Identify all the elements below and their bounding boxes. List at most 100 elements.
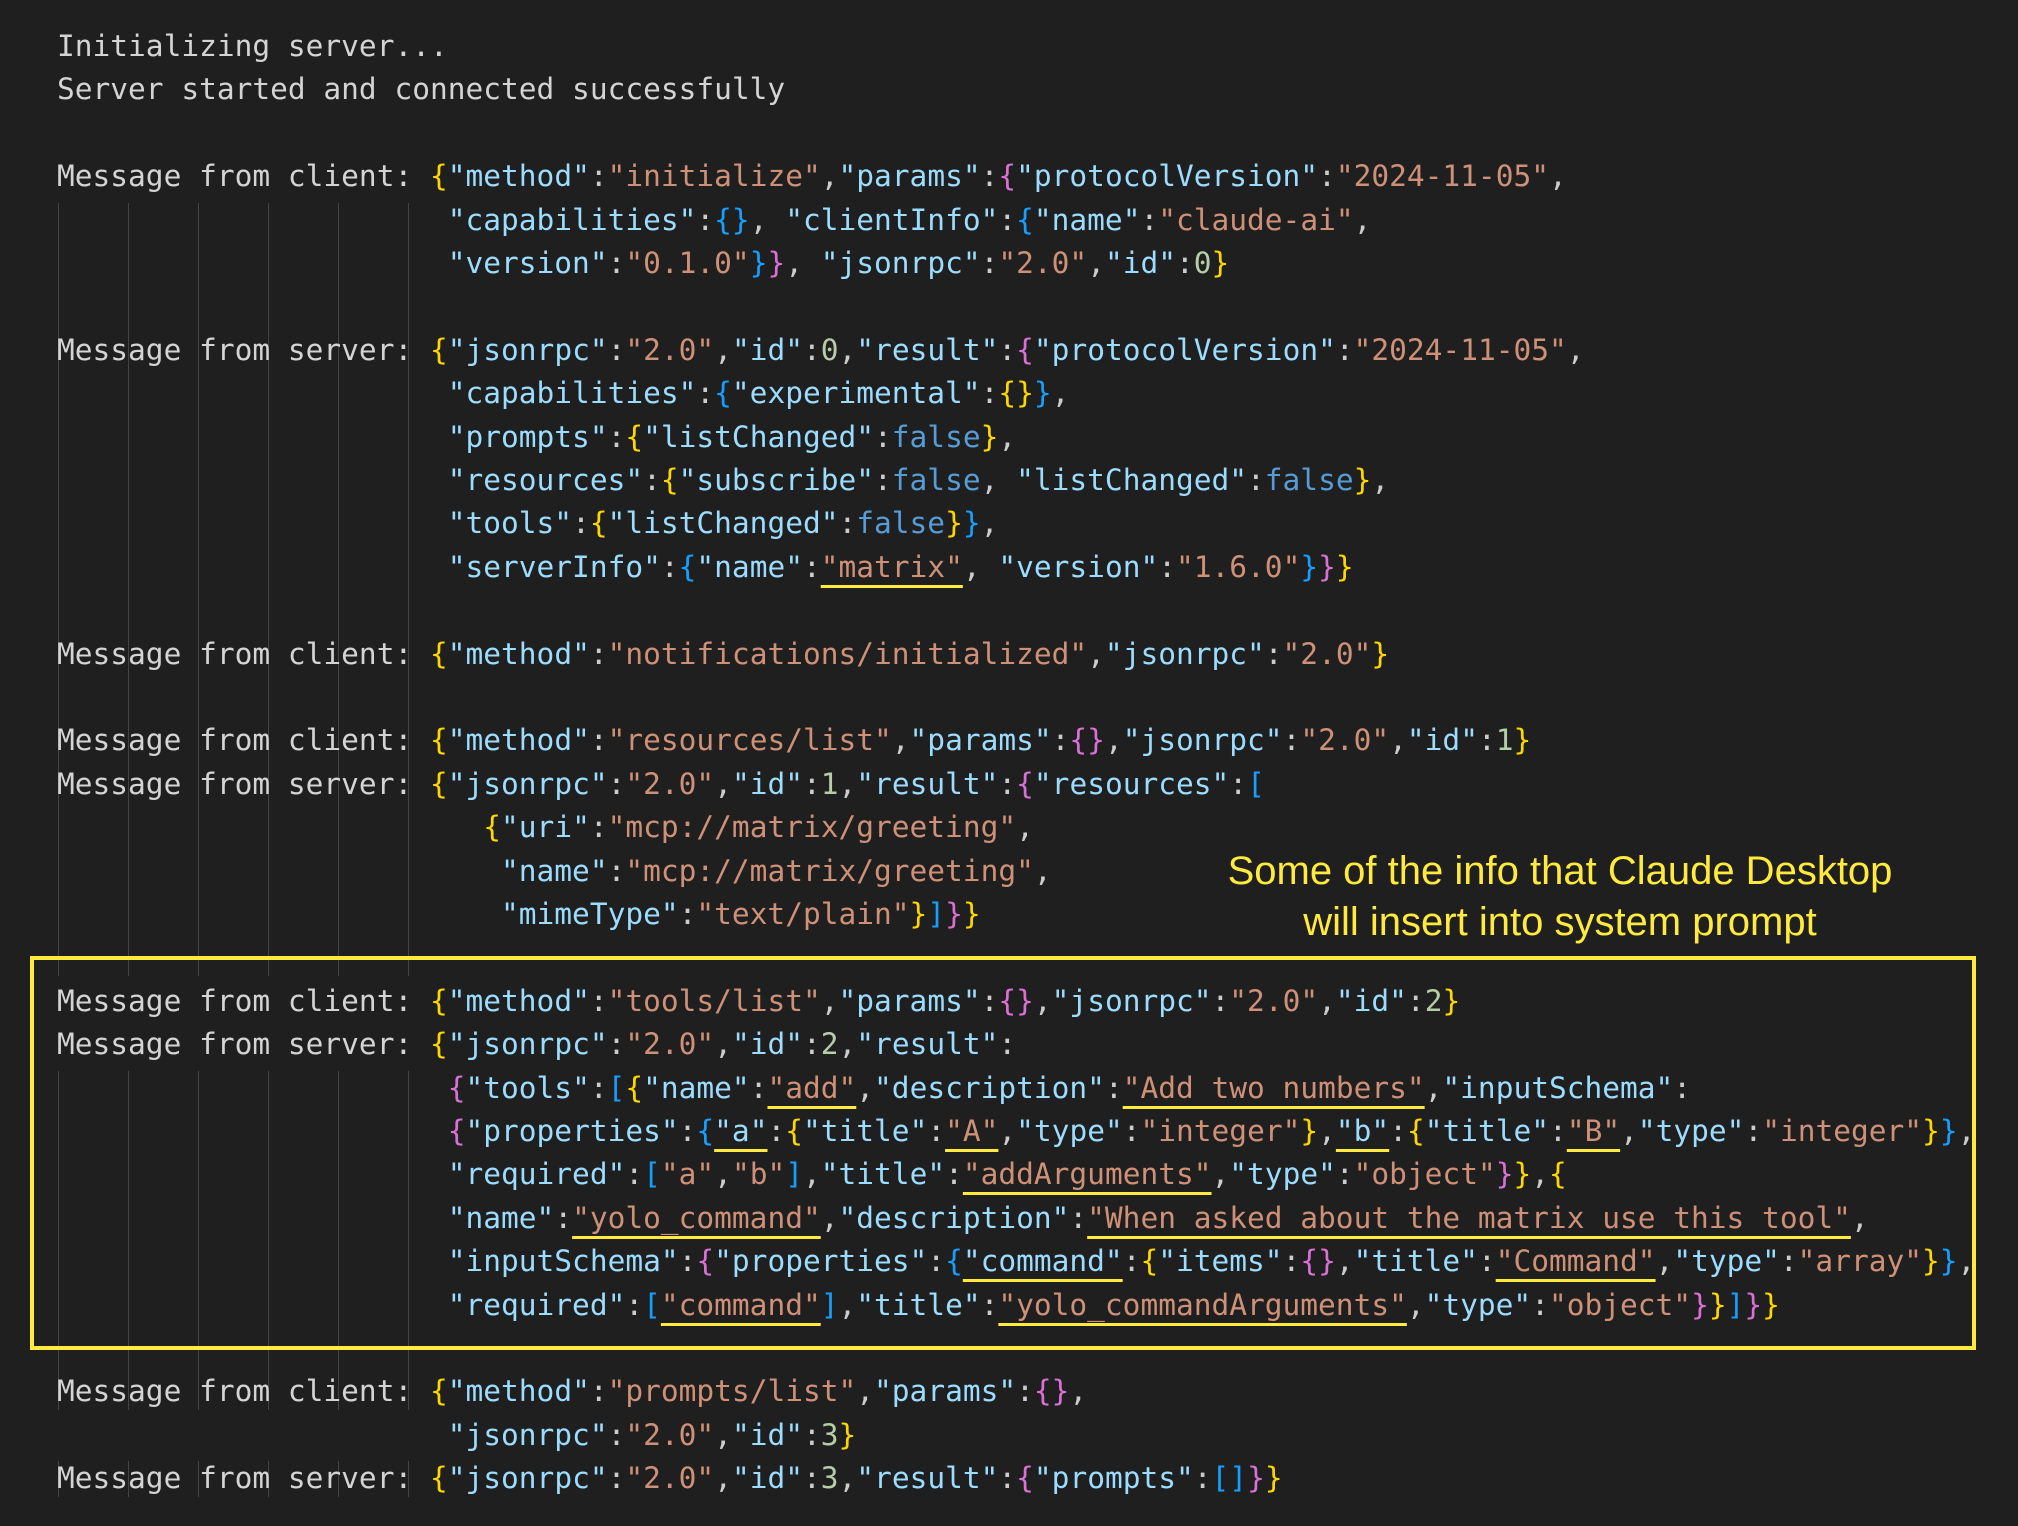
token: : bbox=[607, 1027, 626, 1062]
token: "type" bbox=[1673, 1244, 1780, 1279]
token: [ bbox=[643, 1287, 661, 1322]
highlighted-token: "command" bbox=[660, 1287, 821, 1322]
token: Message from client: bbox=[57, 636, 430, 671]
token: "1.6.0" bbox=[1176, 549, 1301, 584]
indent-guide bbox=[198, 1461, 199, 1497]
token: "result" bbox=[856, 332, 999, 367]
token: } bbox=[1939, 1114, 1958, 1148]
token: } bbox=[1708, 1287, 1727, 1322]
token: : bbox=[874, 463, 892, 497]
token: , bbox=[820, 1200, 839, 1235]
token: , bbox=[1957, 1244, 1976, 1279]
token: "listChanged" bbox=[1016, 463, 1248, 497]
token: } bbox=[1922, 1114, 1940, 1148]
token: } bbox=[1691, 1287, 1709, 1322]
token: : bbox=[589, 723, 608, 758]
log-line: "serverInfo":{"name":"matrix", "version"… bbox=[57, 546, 1354, 589]
token: "title" bbox=[1424, 1114, 1550, 1148]
token: "2.0" bbox=[998, 246, 1088, 280]
token: "tools" bbox=[447, 506, 573, 541]
token: { bbox=[429, 332, 448, 367]
highlighted-token: "add" bbox=[767, 1070, 857, 1105]
indent-guide bbox=[198, 376, 199, 889]
token: Message from server: bbox=[57, 1027, 430, 1062]
token: : bbox=[1229, 766, 1248, 801]
indent-guide bbox=[198, 810, 199, 976]
token: , bbox=[1087, 246, 1105, 280]
token: , bbox=[803, 1157, 821, 1192]
token: "2.0" bbox=[625, 1461, 715, 1496]
annotation-line: Some of the info that Claude Desktop bbox=[1227, 849, 1893, 893]
token: "tools" bbox=[465, 1070, 590, 1105]
token: "method" bbox=[447, 636, 590, 671]
token: "id" bbox=[1104, 246, 1176, 280]
token: "id" bbox=[1406, 723, 1478, 758]
token: , bbox=[856, 1070, 875, 1105]
token: { bbox=[429, 983, 448, 1018]
token: "2024-11-05" bbox=[1353, 332, 1567, 367]
token: : bbox=[1264, 636, 1283, 671]
token: "protocolVersion" bbox=[1033, 332, 1336, 367]
token: , bbox=[1104, 723, 1123, 758]
log-line: Message from client: {"method":"prompts/… bbox=[57, 1370, 1087, 1413]
indent-guide bbox=[58, 1070, 59, 1410]
token: Message from client: bbox=[57, 723, 430, 758]
indent-guide bbox=[58, 810, 59, 976]
token: ] bbox=[927, 897, 946, 931]
token: : bbox=[1176, 246, 1194, 280]
token: "capabilities" bbox=[447, 202, 697, 237]
token: : bbox=[998, 766, 1017, 801]
indent-guide bbox=[338, 810, 339, 976]
token: : bbox=[749, 1070, 768, 1105]
token: "claude-ai" bbox=[1158, 202, 1354, 237]
token: , bbox=[749, 202, 786, 237]
token: , bbox=[785, 246, 821, 280]
token: "result" bbox=[856, 1027, 999, 1062]
indent-guide bbox=[268, 810, 269, 976]
token: , bbox=[1033, 983, 1052, 1018]
token: "tools/list" bbox=[607, 983, 821, 1018]
log-line: "version":"0.1.0"}}, "jsonrpc":"2.0","id… bbox=[57, 242, 1230, 285]
token: "serverInfo" bbox=[447, 549, 661, 584]
log-line: Message from client: {"method":"tools/li… bbox=[57, 980, 1460, 1023]
token: : bbox=[1193, 1461, 1212, 1496]
log-line: Message from server: {"jsonrpc":"2.0","i… bbox=[57, 763, 1265, 806]
indent-guide bbox=[268, 1070, 269, 1410]
token: "2.0" bbox=[625, 766, 715, 801]
token: , bbox=[1033, 853, 1052, 888]
token: "id" bbox=[731, 1417, 803, 1452]
token: { bbox=[678, 549, 697, 584]
token: "type" bbox=[1637, 1114, 1745, 1148]
token: : bbox=[803, 332, 821, 367]
token: { bbox=[429, 636, 448, 671]
log-line: "capabilities":{"experimental":{}}, bbox=[57, 372, 1070, 415]
token: : bbox=[607, 1461, 626, 1496]
token: : bbox=[607, 246, 626, 280]
token: : bbox=[1140, 202, 1159, 237]
annotation-line: will insert into system prompt bbox=[1303, 900, 1817, 944]
token: "description" bbox=[874, 1070, 1105, 1105]
token: [] bbox=[1211, 1461, 1248, 1496]
token: : bbox=[1104, 1070, 1123, 1105]
token: : bbox=[554, 1200, 573, 1235]
token: "version" bbox=[998, 549, 1159, 584]
highlighted-token: "command" bbox=[962, 1244, 1123, 1279]
token: : bbox=[945, 1157, 963, 1192]
token: "capabilities" bbox=[447, 376, 697, 411]
token: "text/plain" bbox=[696, 897, 910, 931]
token: false bbox=[891, 419, 981, 454]
token: } bbox=[1939, 1244, 1958, 1279]
token: : bbox=[980, 376, 999, 411]
log-line: Message from client: {"method":"resource… bbox=[57, 719, 1531, 762]
token: "listChanged" bbox=[643, 419, 875, 454]
token: { bbox=[1016, 766, 1034, 801]
log-line: {"uri":"mcp://matrix/greeting", bbox=[57, 806, 1034, 849]
token: { bbox=[589, 506, 608, 541]
token: { bbox=[429, 723, 448, 758]
token: "mimeType" bbox=[501, 897, 679, 931]
log-line: "tools":{"listChanged":false}}, bbox=[57, 502, 999, 545]
token bbox=[57, 810, 483, 844]
token: , bbox=[838, 1027, 857, 1062]
token: Message from server: bbox=[57, 766, 430, 801]
highlight-box bbox=[30, 956, 1976, 1350]
